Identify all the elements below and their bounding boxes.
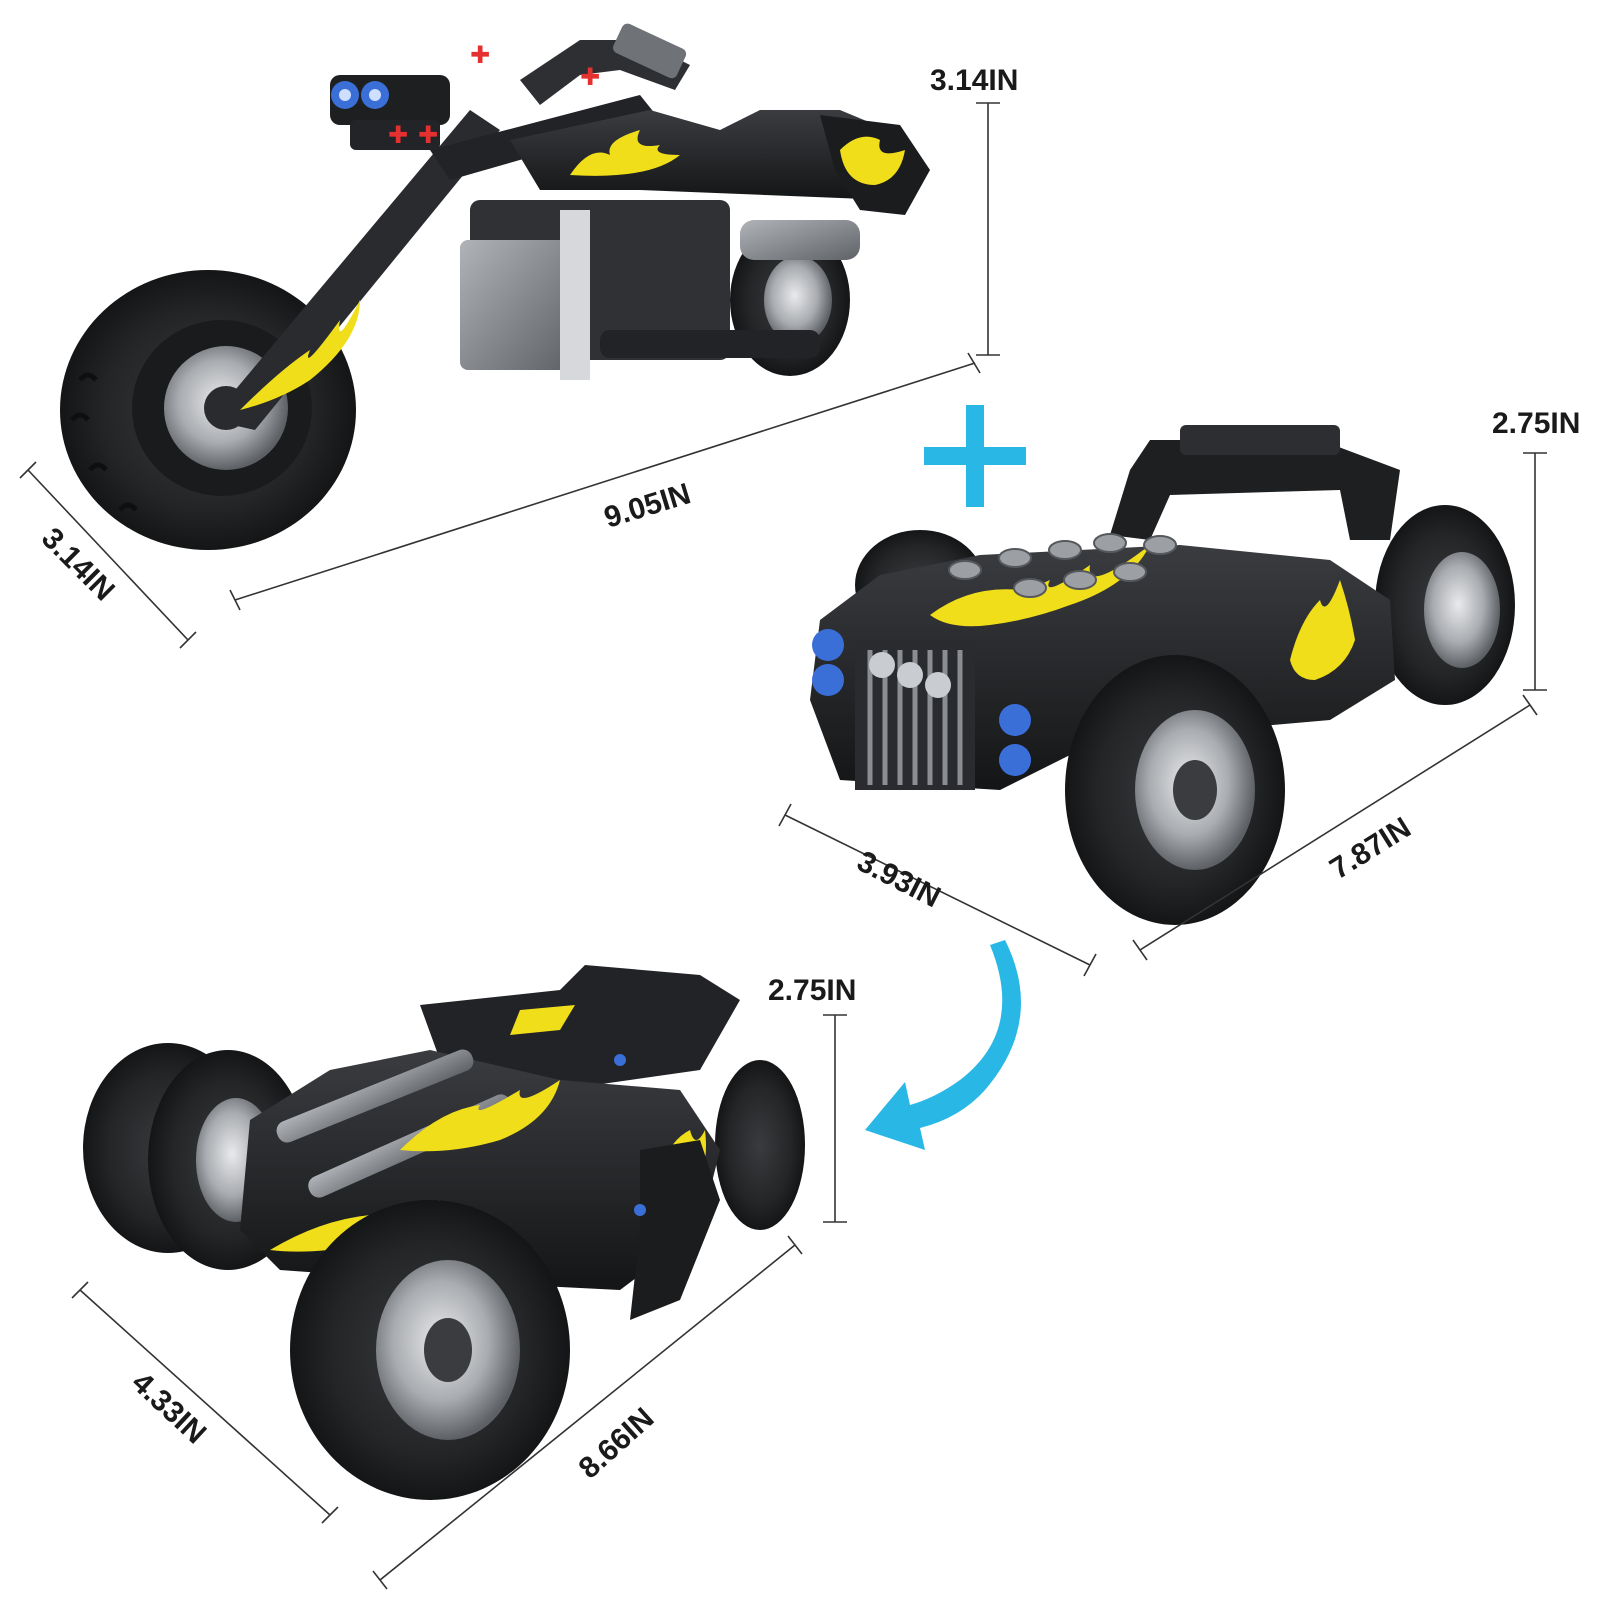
motorcycle-height-label: 3.14IN [930,64,1018,97]
svg-text:✚: ✚ [470,41,490,69]
race-car-dimension-lines [778,452,1547,977]
trike-width-label: 4.33IN [125,1366,212,1450]
car-front-wheel [1065,655,1285,925]
handlebar-grip [613,23,687,79]
trike-shock-upper [276,1049,474,1143]
headlights: ✚ ✚ ✚ ✚ [330,41,600,150]
trike-top-frame [420,965,740,1090]
engine-studs [948,533,1177,598]
exhaust-pipe [740,220,860,260]
tank-flame-decal [570,130,680,176]
race-car-width-label: 3.93IN [852,845,946,915]
fork-flame-decal [240,300,360,410]
race-car-height-label: 2.75IN [1492,407,1580,440]
fender-flame-decal [840,136,905,185]
cage-top-bar [1180,425,1340,455]
svg-text:✚: ✚ [580,63,600,91]
trike-seat-decal [510,1005,575,1035]
trike-front-fender [630,1140,720,1320]
race-car-model [810,425,1515,925]
roll-cage [1110,440,1400,540]
svg-text:✚: ✚ [388,121,408,149]
lower-frame [600,330,820,358]
trike-far-wheel [715,1060,805,1230]
trike-model [83,965,805,1500]
trike-dimension-lines [71,1014,847,1590]
front-fork [210,110,500,430]
race-car-length-label: 7.87IN [1324,811,1416,886]
motorcycle-length-label: 9.05IN [600,477,694,534]
car-headlights [812,629,1031,776]
engine-beam [560,210,590,380]
curved-arrow-icon [865,940,1021,1150]
trike-height-label: 2.75IN [768,974,856,1007]
motorcycle-model: ✚ ✚ ✚ ✚ [60,23,930,550]
trike-side-flame-decal [400,1080,560,1152]
car-side-flame-decal [1290,580,1355,680]
engine-grey-part [460,240,570,370]
motorcycle-width-label: 3.14IN [35,522,121,608]
motorcycle-dimension-lines [19,102,1000,649]
svg-text:✚: ✚ [418,121,438,149]
plus-icon [924,405,1026,507]
trike-front-wheel [290,1200,570,1500]
